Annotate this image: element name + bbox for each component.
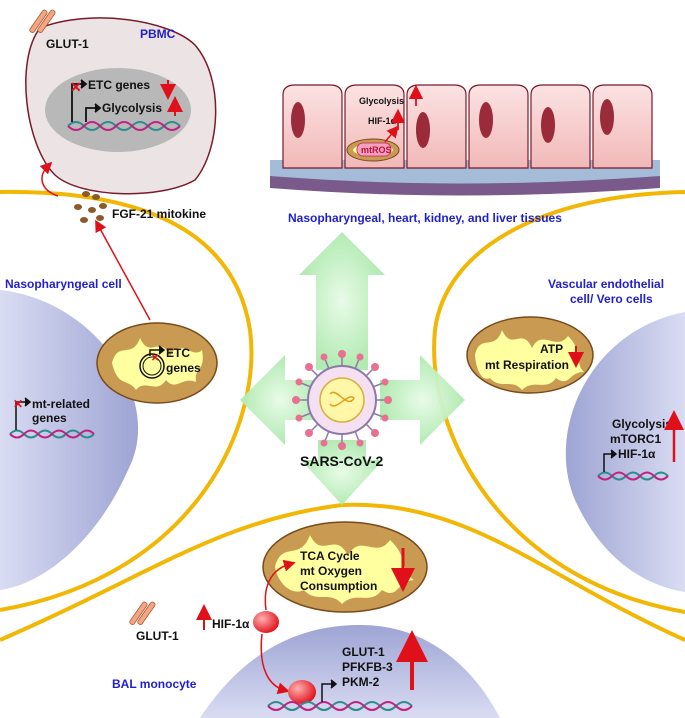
bal-consumption-label: Consumption — [300, 579, 377, 593]
tissue-hif-label: HIF-1α — [368, 116, 397, 126]
vascular-nucleus — [565, 312, 685, 592]
pbmc-title: PBMC — [140, 27, 176, 41]
hif-to-mito-arrow — [264, 559, 296, 611]
pbmc-glycolysis-label: Glycolysis — [102, 101, 162, 115]
pbmc-cell: PBMC GLUT-1 ✕ ETC genes Glycolysis — [25, 9, 217, 195]
fgf-label: FGF-21 mitokine — [112, 207, 206, 221]
inhibition-x-icon: ✕ — [70, 79, 82, 95]
hif-to-nucleus-arrow — [260, 633, 290, 695]
vascular-glycolysis-label: Glycolysis — [612, 417, 672, 431]
tissue-glycolysis-label: Glycolysis — [359, 96, 404, 106]
fgf-arrow — [95, 219, 151, 321]
dna-icon — [67, 121, 181, 131]
fgf-mitokine-particles — [74, 191, 107, 223]
pbmc-etc-label: ETC genes — [88, 78, 150, 92]
bal-hif-label: HIF-1α — [212, 617, 250, 631]
promoter-arrow-icon — [149, 345, 166, 356]
vascular-title-1: Vascular endothelial — [548, 277, 664, 291]
mtros-label: mtROS — [361, 145, 392, 155]
bal-gene-1: GLUT-1 — [342, 645, 385, 659]
vascular-title-2: cell/ Vero cells — [570, 292, 653, 306]
virus-icon — [292, 350, 392, 450]
inhibition-x-icon: ✕ — [13, 397, 23, 411]
vascular-hif-label: HIF-1α — [618, 447, 656, 461]
vascular-resp-label: mt Respiration — [485, 358, 569, 372]
mtros-arrow — [384, 125, 399, 143]
tissue-caption: Nasopharyngeal, heart, kidney, and liver… — [288, 211, 562, 225]
glut-channel-icon — [129, 601, 156, 625]
dna-icon — [267, 701, 413, 711]
nasopharyngeal-title: Nasopharyngeal cell — [5, 277, 122, 291]
bal-gene-2: PFKFB-3 — [342, 660, 393, 674]
dna-icon — [597, 471, 669, 481]
bal-gene-3: PKM-2 — [342, 675, 380, 689]
bal-glut-label: GLUT-1 — [136, 629, 179, 643]
promoter-arrow-icon — [321, 679, 338, 702]
fgf-to-pbmc-arrow — [39, 161, 59, 197]
hif1a-protein-icon — [253, 611, 279, 633]
mitochondrion-icon — [466, 316, 594, 394]
mitochondrion-icon — [262, 521, 428, 613]
virus-label: SARS-CoV-2 — [300, 453, 383, 469]
naso-nucleus-label-1: mt-related — [32, 397, 90, 411]
hif1a-nuclear-icon — [288, 680, 316, 704]
bal-tca-label: TCA Cycle — [300, 549, 360, 563]
spread-arrows — [240, 232, 465, 505]
promoter-arrow-icon — [15, 397, 32, 430]
mtdna-inner-ring — [142, 356, 162, 376]
mitochondrion-icon — [96, 322, 218, 404]
pbmc-glut-label: GLUT-1 — [46, 37, 89, 51]
vascular-atp-label: ATP — [540, 342, 563, 356]
tissue-epithelium: mtROS Glycolysis HIF-1α — [270, 84, 660, 196]
dna-icon — [9, 429, 95, 439]
naso-mito-label-2: genes — [166, 361, 201, 375]
naso-mito-label-1: ETC — [166, 346, 190, 360]
vascular-mtorc-label: mTORC1 — [610, 432, 661, 446]
promoter-arrow-icon — [71, 79, 102, 122]
inhibition-x-icon: ✕ — [151, 353, 159, 364]
promoter-arrow-icon — [603, 449, 618, 472]
glut-channel-icon — [29, 9, 56, 33]
bal-oxygen-label: mt Oxygen — [300, 564, 362, 578]
bal-title: BAL monocyte — [112, 677, 197, 691]
naso-nucleus-label-2: genes — [32, 411, 67, 425]
mtdna-circle-icon — [139, 353, 165, 379]
